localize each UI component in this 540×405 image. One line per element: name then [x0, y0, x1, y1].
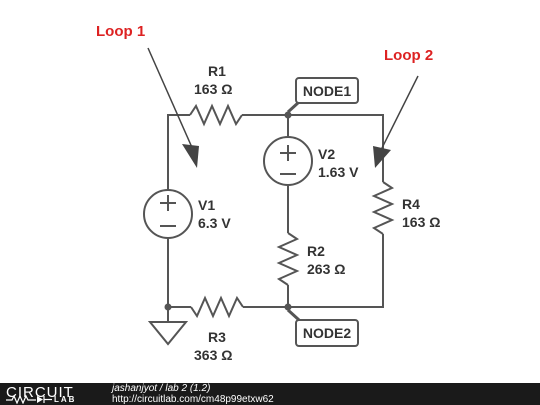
resistor-r4-symbol	[371, 181, 395, 235]
schematic-canvas: NODE1 NODE2 Loop 1 Loop 2 R1 163 Ω V2 1.…	[96, 23, 440, 363]
logo-resistor-icon	[6, 395, 52, 404]
resistor-r1-symbol	[189, 103, 243, 127]
node1-label: NODE1	[303, 83, 351, 99]
resistor-r2-symbol	[276, 232, 300, 286]
r2-value: 263 Ω	[307, 261, 345, 277]
r1-name: R1	[208, 63, 226, 79]
voltage-source-v1	[143, 189, 193, 239]
footer-separator: /	[157, 383, 166, 394]
node1-tag: NODE1	[286, 77, 359, 114]
v1-name: V1	[198, 197, 215, 213]
r4-value: 163 Ω	[402, 214, 440, 230]
wire-top	[242, 114, 384, 182]
r3-value: 363 Ω	[194, 347, 232, 363]
r3-name: R3	[208, 329, 226, 345]
wire-right-bottom	[288, 234, 384, 308]
voltage-source-v2	[263, 136, 313, 186]
v2-value: 1.63 V	[318, 164, 359, 180]
footer-bar: CIRCUIT LAB jashanjyot / lab 2 (1.2) htt…	[0, 383, 540, 405]
r1-value: 163 Ω	[194, 81, 232, 97]
v1-value: 6.3 V	[198, 215, 231, 231]
loop1-label: Loop 1	[96, 23, 145, 40]
footer-author[interactable]: jashanjyot	[112, 383, 158, 394]
footer-title: lab 2 (1.2)	[165, 383, 211, 394]
logo-text-circuit: CIRCUIT	[6, 384, 74, 401]
footer-title-line: jashanjyot / lab 2 (1.2)	[112, 384, 274, 394]
loop1-arrow	[147, 47, 199, 168]
footer-info: jashanjyot / lab 2 (1.2) http://circuitl…	[112, 384, 274, 405]
ground-symbol	[147, 321, 189, 346]
node2-tag: NODE2	[286, 308, 359, 347]
wire-bottom-left	[167, 238, 191, 308]
junction-bottom-left	[164, 303, 172, 311]
junction-node2	[284, 303, 292, 311]
footer-url[interactable]: http://circuitlab.com/cm48p99etxw62	[112, 394, 274, 405]
resistor-r3-symbol	[190, 295, 244, 319]
circuitlab-logo[interactable]: CIRCUIT LAB	[6, 383, 106, 405]
node2-label: NODE2	[303, 325, 351, 341]
loop2-arrow	[373, 75, 419, 168]
wire-left-top	[167, 114, 190, 190]
v2-name: V2	[318, 146, 335, 162]
junction-node1	[284, 111, 292, 119]
loop2-label: Loop 2	[384, 47, 433, 64]
r2-name: R2	[307, 243, 325, 259]
logo-text-lab: LAB	[54, 395, 77, 404]
r4-name: R4	[402, 196, 420, 212]
